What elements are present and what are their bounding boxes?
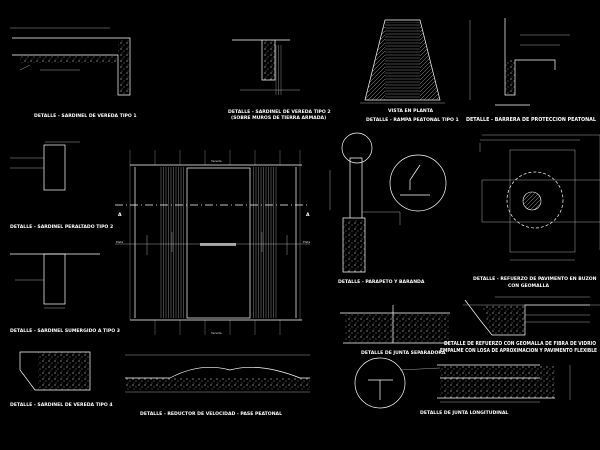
title-vereda-tipo2: DETALLE - SARDINEL DE VEREDA TIPO 2 [228,109,331,115]
label-pista-left: Pista [116,240,123,244]
title-peraltado: DETALLE - SARDINEL PERALTADO TIPO 2 [10,224,113,230]
detail-junta-separadora: DETALLE DE JUNTA SEPARADORA [340,305,450,356]
label-vista-planta: VISTA EN PLANTA [388,108,434,114]
detail-parapeto-baranda: DETALLE - PARAPETO Y BARANDA [329,132,447,285]
title-geomalla-1: DETALLE DE REFUERZO CON GEOMALLA DE FIBR… [444,341,597,347]
section-a-left: A [118,212,122,218]
title-vereda-tipo1: DETALLE - SARDINEL DE VEREDA TIPO 1 [34,113,137,119]
subtitle-vereda-tipo2: (SOBRE MUROS DE TIERRA ARMADA) [231,115,326,121]
title-refuerzo-buzon-1: DETALLE - REFUERZO DE PAVIMENTO EN BUZON [473,276,597,282]
detail-sardinel-vereda-tipo2: DETALLE - SARDINEL DE VEREDA TIPO 2 (SOB… [228,39,331,121]
title-vereda-tipo4: DETALLE - SARDINEL DE VEREDA TIPO 4 [10,402,113,408]
section-a-right: A [306,212,310,218]
detail-rampa-peatonal: VISTA EN PLANTA DETALLE - RAMPA PEATONAL… [360,19,471,123]
title-refuerzo-buzon-2: CON GEOMALLA [508,283,550,289]
detail-sardinel-vereda-tipo4: DETALLE - SARDINEL DE VEREDA TIPO 4 [10,351,113,408]
detail-barrera-peatonal: DETALLE - BARRERA DE PROTECCION PEATONAL [466,18,597,123]
title-barrera: DETALLE - BARRERA DE PROTECCION PEATONAL [466,117,597,123]
detail-junta-longitudinal: DETALLE DE JUNTA LONGITUDINAL [354,357,571,416]
label-pista-right: Pista [303,240,310,244]
title-rampa: DETALLE - RAMPA PEATONAL TIPO 1 [366,117,459,123]
title-geomalla-2: EMPALME CON LOSA DE APROXIMACION Y PAVIM… [440,348,597,354]
title-reductor: DETALLE - REDUCTOR DE VELOCIDAD - PASE P… [140,411,282,417]
detail-sardinel-vereda-tipo1: DETALLE - SARDINEL DE VEREDA TIPO 1 [10,27,137,119]
label-vereda-top: Vereda [211,159,222,163]
detail-sardinel-sumergido: DETALLE - SARDINEL SUMERGIDO A TIPO 3 [10,253,120,334]
title-junta-longitudinal: DETALLE DE JUNTA LONGITUDINAL [420,410,508,416]
title-sumergido: DETALLE - SARDINEL SUMERGIDO A TIPO 3 [10,328,120,334]
detail-refuerzo-buzon: DETALLE - REFUERZO DE PAVIMENTO EN BUZON… [473,134,600,289]
detail-sardinel-peraltado: DETALLE - SARDINEL PERALTADO TIPO 2 [10,141,113,230]
detail-reductor-velocidad: DETALLE - REDUCTOR DE VELOCIDAD - PASE P… [125,354,310,417]
label-vereda-bottom: Vereda [211,331,222,335]
detail-geomalla-empalme: DETALLE DE REFUERZO CON GEOMALLA DE FIBR… [440,296,600,354]
title-junta-separadora: DETALLE DE JUNTA SEPARADORA [361,350,446,356]
plan-pase-peatonal: A A Vereda Vereda Pista Pista [115,150,310,335]
title-parapeto: DETALLE - PARAPETO Y BARANDA [338,279,425,285]
